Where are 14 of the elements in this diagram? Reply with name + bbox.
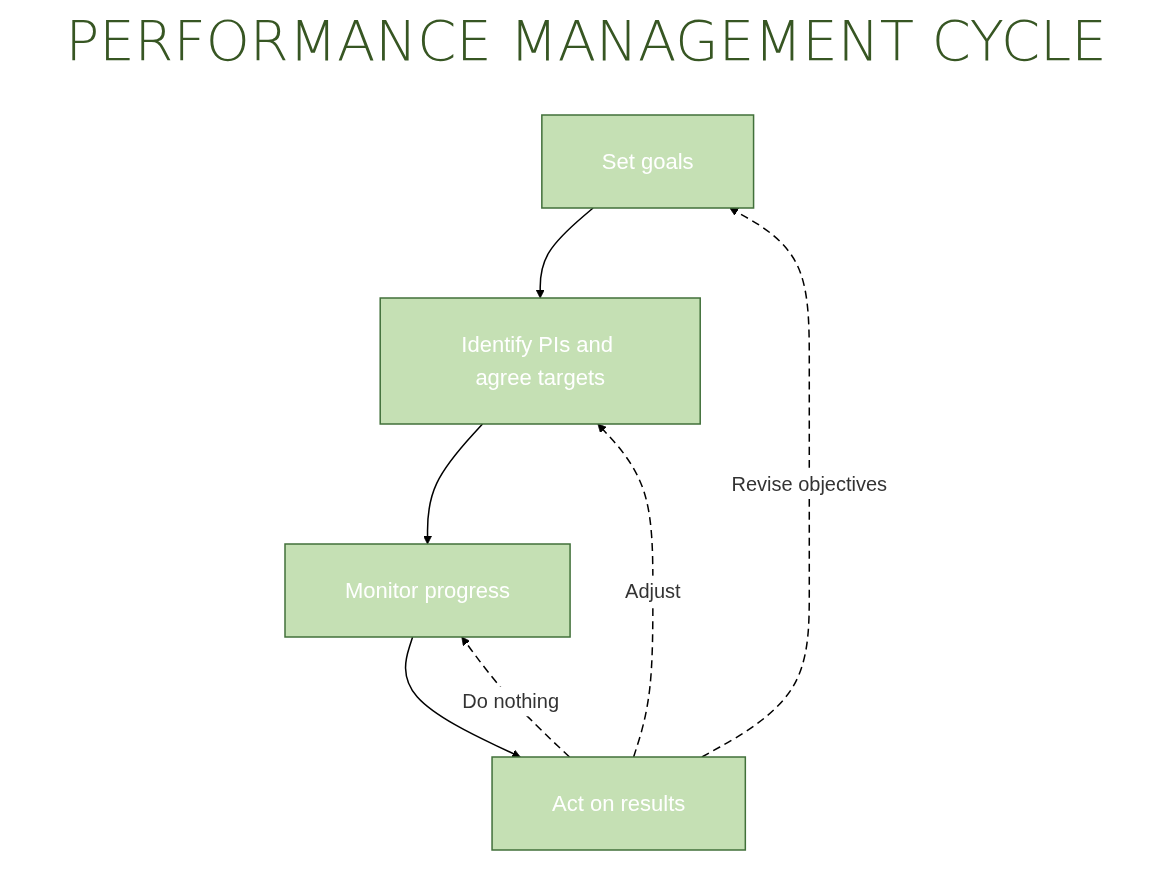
arrow <box>597 423 654 758</box>
node-box: Identify PIs and agree targets <box>379 297 701 425</box>
node-box: Monitor progress <box>284 543 571 638</box>
edge-label: Do nothing <box>462 690 559 713</box>
arrow <box>461 636 571 758</box>
node-box: Act on results <box>491 756 747 851</box>
arrow <box>404 636 521 758</box>
node-box: Set goals <box>541 114 755 209</box>
arrow <box>701 207 810 758</box>
edge-label: Revise objectives <box>731 473 888 495</box>
arrow <box>535 207 594 299</box>
edge-label: Adjust <box>625 579 681 602</box>
diagram-title: PERFORMANCE MANAGEMENT CYCLE <box>64 8 1108 73</box>
arrow <box>423 423 484 545</box>
